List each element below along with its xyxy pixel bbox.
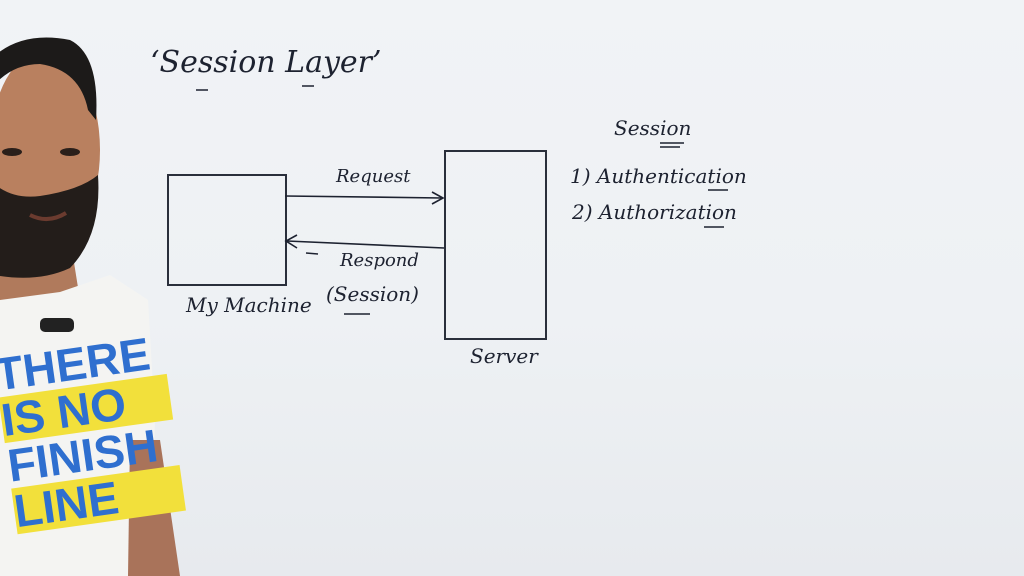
board-title: ‘Session Layer’ — [150, 45, 382, 80]
my-machine-box — [167, 174, 287, 286]
presenter-eye — [60, 148, 80, 156]
lapel-mic-icon — [40, 318, 74, 332]
respond-label: Respond — [340, 250, 419, 271]
notes-heading: Session — [614, 116, 692, 140]
notes-item-authorization: 2) Authorization — [572, 200, 737, 224]
request-arrow-line — [284, 195, 443, 199]
presenter-hair — [0, 37, 97, 120]
notes-item-authentication: 1) Authentication — [570, 164, 747, 188]
shirt-print: THERE IS NO FINISH LINE — [0, 327, 186, 537]
my-machine-label: My Machine — [186, 293, 312, 317]
respond-arrow-head — [284, 234, 298, 249]
presenter: THERE IS NO FINISH LINE — [0, 0, 200, 576]
presenter-beard — [0, 175, 99, 278]
presenter-mouth — [29, 211, 68, 221]
server-box — [444, 150, 547, 340]
session-label: (Session) — [326, 282, 419, 306]
request-label: Request — [336, 166, 411, 187]
request-arrow-head — [431, 191, 445, 205]
server-label: Server — [470, 344, 538, 368]
respond-arrow-line — [286, 240, 445, 249]
presenter-eye — [2, 148, 22, 156]
respond-dash — [305, 252, 319, 255]
